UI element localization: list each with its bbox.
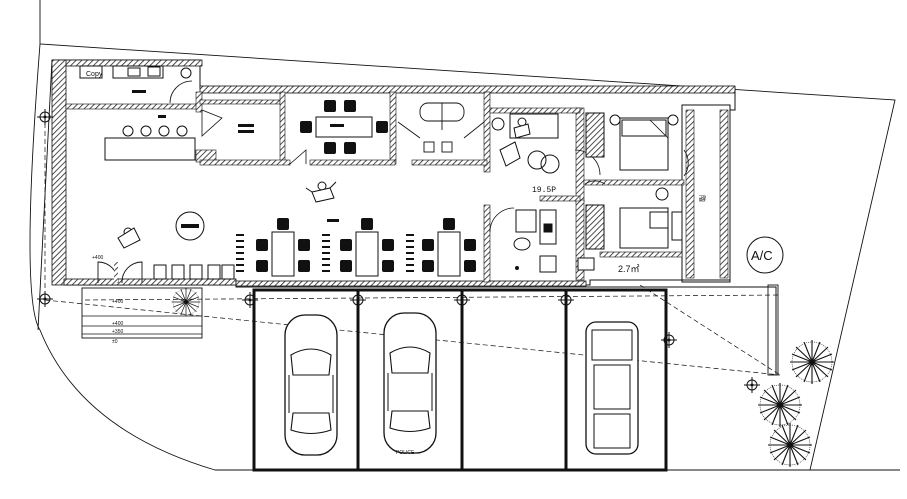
stair-area-label: 2.7㎡: [618, 264, 640, 274]
restrooms: [397, 102, 485, 153]
meeting-table: [289, 100, 388, 165]
building-walls: [51, 59, 736, 287]
entrance-steps: +400 +400 +400 +350 ±0: [81, 255, 203, 345]
stair-symbol: 階: [698, 195, 707, 202]
tree-icon: [171, 287, 835, 468]
elevation-label-2: +400: [112, 299, 123, 305]
lockers: [153, 264, 235, 280]
copy-label: Copy: [86, 71, 103, 78]
parking-area: [235, 284, 779, 472]
person-icon: [117, 117, 531, 249]
bedroom-upper: [585, 112, 689, 177]
ac-label: A/C: [751, 248, 773, 263]
police-label: POLICE: [396, 450, 415, 456]
ac-unit: A/C: [746, 236, 784, 274]
lobby: [97, 211, 235, 284]
desk-group-1: [256, 218, 310, 277]
elevation-label-5: ±0: [112, 339, 118, 345]
elevation-label-3: +400: [112, 321, 123, 327]
elevation-label-1: +400: [92, 255, 103, 261]
office-desks: [236, 218, 476, 277]
elevation-label-4: +350: [112, 329, 123, 335]
reception-counter: [104, 109, 254, 161]
file-shelves: [236, 234, 414, 272]
desk-group-3: [422, 218, 476, 277]
bedroom-lower: [585, 187, 683, 250]
area-label: 19.5P: [532, 186, 556, 195]
car-icon: POLICE: [284, 312, 639, 456]
copy-room: Copy: [79, 65, 193, 104]
lower-bath: [489, 207, 595, 273]
desk-group-2: [340, 218, 394, 277]
